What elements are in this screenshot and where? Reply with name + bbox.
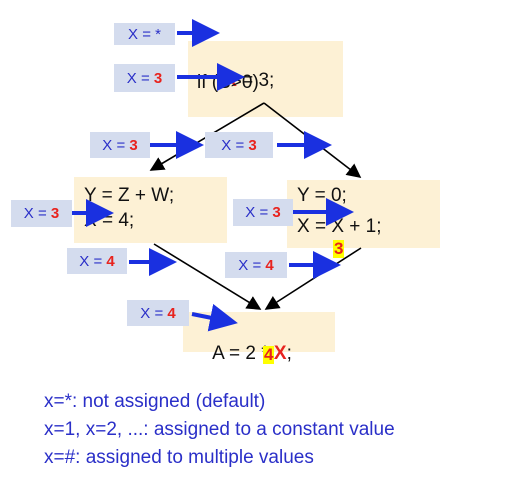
label-right-out-var: X — [238, 256, 249, 274]
label-top-star-eq: = — [138, 25, 156, 43]
label-left-in-eq: = — [33, 205, 51, 222]
label-right-out-four: X = 4 — [225, 252, 287, 278]
label-right-in-eq: = — [255, 204, 273, 221]
merge-line-1-var: X — [273, 343, 287, 364]
label-right-edge-val: 3 — [248, 136, 257, 154]
label-left-edge-var: X — [102, 136, 113, 154]
label-left-out-four: X = 4 — [67, 248, 127, 274]
label-left-in-var: X — [23, 205, 34, 222]
label-merge-val: 4 — [167, 304, 176, 322]
label-top-three-var: X — [126, 69, 137, 87]
merge-value-note: 4 — [263, 345, 275, 364]
label-left-in-three: X = 3 — [11, 200, 72, 227]
label-top-three-val: 3 — [153, 69, 163, 87]
label-right-edge-three: X = 3 — [205, 132, 273, 158]
right-value-note: 3 — [333, 239, 345, 258]
label-left-in-val: 3 — [50, 205, 60, 222]
edge-entry-to-right — [263, 102, 362, 178]
label-merge-eq: = — [150, 304, 168, 322]
label-left-edge-val: 3 — [129, 136, 138, 154]
legend-line-3: x=#: assigned to multiple values — [44, 447, 314, 468]
label-top-star-val: * — [155, 25, 161, 43]
label-merge-four: X = 4 — [127, 300, 189, 326]
legend-line-1: x=*: not assigned (default) — [44, 391, 266, 412]
legend-line-2: x=1, x=2, ...: assigned to a constant va… — [44, 419, 395, 440]
label-right-in-three: X = 3 — [233, 199, 293, 226]
label-left-out-eq: = — [89, 252, 107, 270]
label-right-in-val: 3 — [272, 204, 281, 221]
label-right-edge-eq: = — [231, 136, 249, 154]
label-merge-var: X — [140, 304, 151, 322]
label-left-out-val: 4 — [106, 252, 115, 270]
label-right-in-var: X — [245, 204, 256, 221]
entry-line-1-rest: = 3; — [236, 70, 275, 91]
label-top-three: X = 3 — [114, 64, 175, 92]
label-right-out-val: 4 — [265, 256, 274, 274]
label-top-star: X = * — [114, 23, 175, 45]
label-left-edge-eq: = — [112, 136, 130, 154]
merge-line-1-post: ; — [286, 343, 292, 364]
label-left-edge-three: X = 3 — [90, 132, 150, 158]
label-top-three-eq: = — [136, 69, 154, 87]
label-top-star-var: X — [128, 25, 139, 43]
label-left-out-var: X — [79, 252, 90, 270]
label-right-out-eq: = — [248, 256, 266, 274]
label-right-edge-var: X — [221, 136, 232, 154]
blue-arrow-merge — [191, 303, 238, 332]
